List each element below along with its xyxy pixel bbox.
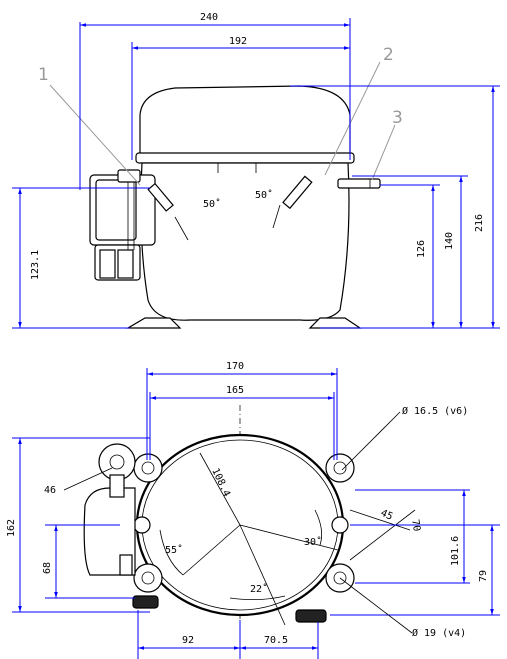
compressor-body bbox=[140, 162, 350, 321]
svg-text:162: 162 bbox=[6, 519, 17, 537]
pipe-note-top: Ø 16.5 (v6) bbox=[341, 405, 468, 471]
electrical-box bbox=[89, 169, 156, 281]
svg-text:Ø 19 (v4): Ø 19 (v4) bbox=[412, 627, 466, 639]
dim-216: 216 bbox=[290, 85, 500, 329]
plan-view: 55˚ 30˚ 22˚ 108.4 46 45 70 170 165 162 bbox=[6, 361, 500, 659]
svg-text:192: 192 bbox=[229, 36, 247, 47]
pipe-1 bbox=[147, 182, 174, 212]
dim-240: 240 bbox=[79, 12, 351, 190]
callout-2: 2 bbox=[383, 45, 394, 65]
svg-text:140: 140 bbox=[444, 232, 455, 250]
compressor-shell bbox=[139, 85, 351, 156]
pipe-note-bottom: Ø 19 (v4) bbox=[339, 577, 466, 639]
svg-text:126: 126 bbox=[416, 240, 427, 258]
dim-101-6: 101.6 bbox=[355, 489, 470, 584]
dim-192: 192 bbox=[131, 36, 350, 160]
angle-30: 30˚ bbox=[304, 536, 322, 548]
dim-162: 162 bbox=[6, 437, 150, 613]
pipe-stub-left bbox=[132, 595, 159, 609]
svg-text:68: 68 bbox=[42, 562, 53, 574]
pipe-3 bbox=[337, 178, 381, 189]
svg-text:240: 240 bbox=[200, 12, 218, 23]
dim-70-5: 70.5 bbox=[240, 622, 319, 659]
callout-3: 3 bbox=[392, 108, 403, 128]
svg-text:170: 170 bbox=[226, 361, 244, 372]
dim-126: 126 bbox=[380, 184, 440, 328]
svg-text:165: 165 bbox=[226, 385, 244, 396]
svg-text:216: 216 bbox=[474, 214, 485, 232]
dim-45: 45 bbox=[379, 508, 395, 523]
callout-1: 1 bbox=[38, 65, 49, 85]
dim-46: 46 bbox=[44, 485, 56, 496]
left-foot bbox=[125, 317, 182, 329]
svg-text:70.5: 70.5 bbox=[264, 635, 288, 646]
dim-79: 79 bbox=[330, 524, 500, 616]
shell-band bbox=[135, 152, 355, 164]
svg-text:101.6: 101.6 bbox=[450, 536, 461, 566]
svg-text:Ø 16.5 (v6): Ø 16.5 (v6) bbox=[402, 405, 468, 417]
svg-text:79: 79 bbox=[478, 570, 489, 582]
pipe-2 bbox=[282, 175, 313, 210]
dim-165: 165 bbox=[149, 385, 335, 460]
angle-22: 22˚ bbox=[250, 583, 268, 595]
svg-text:92: 92 bbox=[182, 635, 194, 646]
angle-label-2: 50˚ bbox=[255, 189, 273, 201]
angle-label-1: 50˚ bbox=[203, 198, 221, 210]
dim-123-1: 123.1 bbox=[12, 187, 150, 329]
dim-92: 92 bbox=[137, 610, 241, 659]
pipe-stub-right bbox=[295, 609, 327, 623]
dim-170: 170 bbox=[146, 361, 338, 460]
side-view: 50˚ 50˚ 1 2 3 240 192 216 bbox=[12, 12, 500, 329]
dim-68: 68 bbox=[42, 524, 135, 599]
svg-text:123.1: 123.1 bbox=[30, 250, 41, 280]
electrical-box-plan bbox=[83, 443, 136, 576]
dim-140: 140 bbox=[352, 175, 468, 328]
angle-55: 55˚ bbox=[165, 544, 183, 556]
